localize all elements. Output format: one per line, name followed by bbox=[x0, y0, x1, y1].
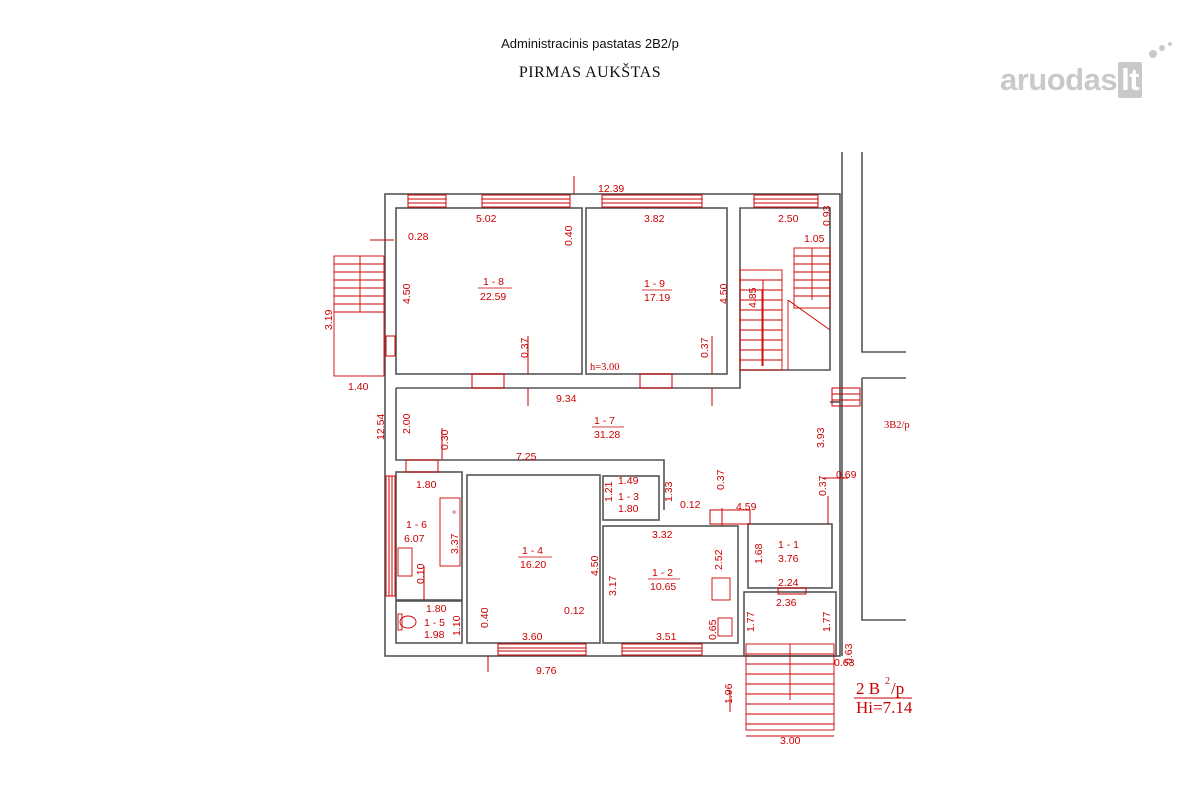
room-label-1-3: 1 - 3 bbox=[618, 491, 639, 503]
dim-stair-485: 4.85 bbox=[747, 287, 759, 308]
room-area-1-3: 1.80 bbox=[618, 503, 639, 515]
dim-r3-149: 1.49 bbox=[618, 475, 639, 487]
dim-r1-224: 2.24 bbox=[778, 577, 799, 589]
dim-r6-010: 0.10 bbox=[415, 563, 427, 584]
dim-r9-depth: 4.50 bbox=[718, 283, 730, 304]
dim-r3-133: 1.33 bbox=[663, 481, 675, 502]
degree-mark: ° bbox=[452, 509, 456, 521]
dim-r3-012: 0.12 bbox=[680, 499, 701, 511]
dim-entry-177b: 1.77 bbox=[821, 611, 833, 632]
room-area-1-9: 17.19 bbox=[644, 292, 670, 304]
dim-r1-069: 0.69 bbox=[836, 469, 857, 481]
logo-text: aruodas bbox=[1000, 62, 1118, 97]
dim-r2-252: 2.52 bbox=[713, 549, 725, 570]
stamp-building: 2 B bbox=[856, 679, 880, 698]
room-label-1-9: 1 - 9 bbox=[644, 278, 665, 290]
room-label-1-8: 1 - 8 bbox=[483, 276, 504, 288]
dim-corridor-length: 9.34 bbox=[556, 393, 577, 405]
room-labels: 1 - 8 22.59 1 - 9 17.19 1 - 7 31.28 1 - … bbox=[404, 276, 799, 641]
dim-r5-110: 1.10 bbox=[451, 615, 463, 636]
neighbor-building-label: 3B2/p bbox=[884, 420, 910, 431]
walls bbox=[384, 152, 906, 657]
dim-stair-093: 0.93 bbox=[821, 205, 833, 226]
dim-r2-351: 3.51 bbox=[656, 631, 677, 643]
dim-r4-360: 3.60 bbox=[522, 631, 543, 643]
dim-entry-063b: 0.63 bbox=[834, 657, 855, 669]
dimension-labels: 12.39 5.02 0.28 0.40 4.50 0.37 3.82 4.50… bbox=[323, 183, 910, 747]
room-area-1-1: 3.76 bbox=[778, 553, 799, 565]
dim-r1-168: 1.68 bbox=[753, 543, 765, 564]
stamp-superscript: 2 bbox=[885, 676, 890, 687]
dim-r4-012: 0.12 bbox=[564, 605, 585, 617]
dim-corridor-200: 2.00 bbox=[401, 413, 413, 434]
dim-r3-121: 1.21 bbox=[603, 481, 615, 502]
ceiling-height-label: h=3.00 bbox=[590, 362, 620, 373]
logo-dots-icon bbox=[1149, 42, 1172, 58]
room-label-1-1: 1 - 1 bbox=[778, 539, 799, 551]
dim-r1-459: 4.59 bbox=[736, 501, 757, 513]
openings bbox=[385, 194, 861, 656]
dim-overall-depth: 12.54 bbox=[375, 414, 387, 440]
dim-r2-065: 0.65 bbox=[707, 619, 719, 640]
dim-front-stair-300: 3.00 bbox=[780, 735, 801, 747]
dim-r9-wall: 0.37 bbox=[699, 337, 711, 358]
stairs bbox=[333, 247, 835, 731]
dim-r2-332: 3.32 bbox=[652, 529, 673, 541]
building-stamp: 2 B 2 /p Hi=7.14 bbox=[854, 676, 913, 717]
stamp-height: Hi=7.14 bbox=[856, 698, 913, 717]
dim-overall-width: 12.39 bbox=[598, 183, 624, 195]
room-area-1-2: 10.65 bbox=[650, 581, 676, 593]
dim-corridor-030: 0.30 bbox=[439, 429, 451, 450]
dim-entry-236: 2.36 bbox=[776, 597, 797, 609]
dim-r9-width: 3.82 bbox=[644, 213, 665, 225]
dim-r8-depth: 4.50 bbox=[401, 283, 413, 304]
dim-left-stair-140: 1.40 bbox=[348, 381, 369, 393]
dim-r6-180: 1.80 bbox=[416, 479, 437, 491]
fixtures bbox=[397, 497, 733, 637]
room-label-1-4: 1 - 4 bbox=[522, 545, 543, 557]
room-label-1-7: 1 - 7 bbox=[594, 415, 615, 427]
dim-r1-037: 0.37 bbox=[817, 475, 829, 496]
dim-r8-wall: 0.37 bbox=[519, 337, 531, 358]
dim-r4-040: 0.40 bbox=[479, 607, 491, 628]
room-area-1-6: 6.07 bbox=[404, 533, 425, 545]
dim-corridor-393: 3.93 bbox=[815, 427, 827, 448]
dim-r4-450: 4.50 bbox=[589, 555, 601, 576]
dim-r4-725: 7.25 bbox=[516, 451, 537, 463]
dim-stair-width: 2.50 bbox=[778, 213, 799, 225]
floor-title: PIRMAS AUKŠTAS bbox=[518, 64, 662, 81]
dim-entry-063a: 0.63 bbox=[843, 643, 855, 664]
room-label-1-6: 1 - 6 bbox=[406, 519, 427, 531]
dim-left-stair-319: 3.19 bbox=[323, 309, 335, 330]
room-area-1-8: 22.59 bbox=[480, 291, 506, 303]
room-label-1-2: 1 - 2 bbox=[652, 567, 673, 579]
dim-r5-180: 1.80 bbox=[426, 603, 447, 615]
room-area-1-7: 31.28 bbox=[594, 429, 620, 441]
dim-r8-width: 5.02 bbox=[476, 213, 497, 225]
room-area-1-4: 16.20 bbox=[520, 559, 546, 571]
room-area-1-5: 1.98 bbox=[424, 629, 445, 641]
dim-r2-317: 3.17 bbox=[607, 575, 619, 596]
logo-suffix: lt bbox=[1118, 62, 1143, 98]
room-label-1-5: 1 - 5 bbox=[424, 617, 445, 629]
dim-entry-177a: 1.77 bbox=[745, 611, 757, 632]
dimension-marks bbox=[370, 176, 848, 737]
document-title: Administracinis pastatas 2B2/p bbox=[501, 36, 679, 51]
dim-wall-040: 0.40 bbox=[563, 225, 575, 246]
dim-front-stair-196: 1.96 bbox=[723, 683, 735, 704]
dim-r8-offset: 0.28 bbox=[408, 231, 429, 243]
dim-stair-105: 1.05 bbox=[804, 233, 825, 245]
stamp-suffix: /p bbox=[891, 679, 904, 698]
dim-r6-337: 3.37 bbox=[449, 533, 461, 554]
dim-r2-037: 0.37 bbox=[715, 469, 727, 490]
dim-front-976: 9.76 bbox=[536, 665, 557, 677]
